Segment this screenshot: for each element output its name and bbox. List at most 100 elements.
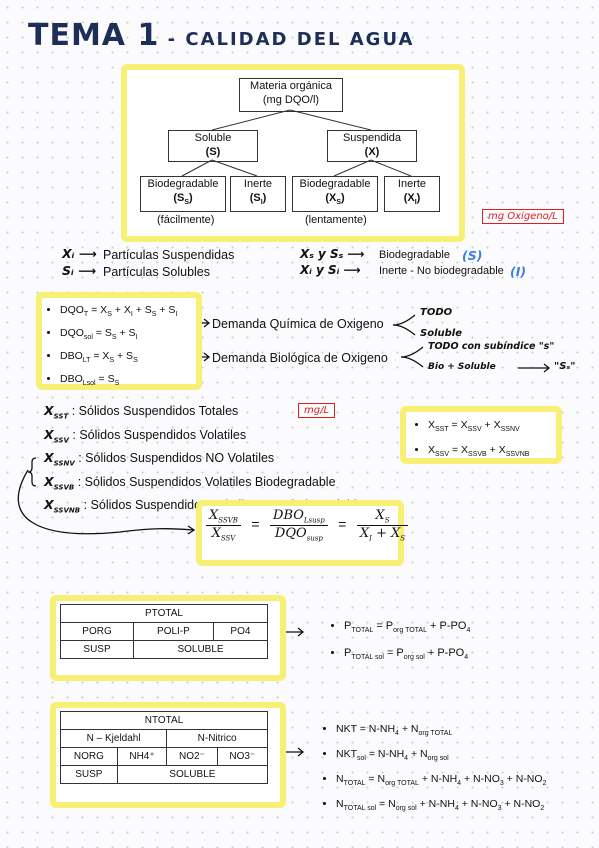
facil-label: (fácilmente) <box>157 214 215 226</box>
lento-label: (lentamente) <box>305 214 367 226</box>
solid-sst: XSST : Sólidos Suspendidos Totales <box>44 403 239 421</box>
solid-ssv: XSSV : Sólidos Suspendidos Volatiles <box>44 426 247 445</box>
xbio-close: ) <box>341 192 345 204</box>
soluble-label: Soluble <box>194 132 232 144</box>
dqo-panel <box>36 292 202 390</box>
dbo-lt: DBOLT = XS + SS <box>60 348 177 369</box>
xeq-1: XSST = XSSV + XSSNV <box>428 416 529 439</box>
p-polip: POLI-P <box>133 622 214 641</box>
n-eq-2: NKTsol = N-NH4 + Norg sol <box>336 745 546 768</box>
p-total: PTOTAL <box>60 604 268 623</box>
n-nh4: NH4⁺ <box>116 747 168 766</box>
def-si-sym: Sᵢ ⟶ <box>62 263 97 278</box>
root-label: Materia orgánica <box>250 80 332 92</box>
xbio-sym: (XS) <box>293 191 377 210</box>
dbo-label: Demanda Biológica de Oxigeno <box>212 351 388 365</box>
tree-soluble: Soluble (S) <box>168 130 258 162</box>
sbio-label: Biodegradable <box>147 178 219 190</box>
xeq-list: XSST = XSSV + XSSNV XSSV = XSSVB + XSSVN… <box>414 414 529 466</box>
xin-sub: I <box>414 199 417 207</box>
ratio-panel <box>196 500 404 566</box>
units-badge-2: mg/L <box>298 403 336 418</box>
p-eq-1: PTOTAL = Porg TOTAL + P-PO4 <box>344 616 470 641</box>
tree-x-bio: Biodegradable(XS) <box>292 176 378 212</box>
p-soluble: SOLUBLE <box>133 640 268 659</box>
p-eqs: PTOTAL = Porg TOTAL + P-PO4 PTOTAL sol =… <box>330 614 470 670</box>
def-bio-text: Biodegradable <box>379 249 450 261</box>
n-kjeldahl: N – Kjeldahl <box>59 729 168 748</box>
n-eq-4: NTOTAL sol = Norg sol + N-NH4 + N-NO3 + … <box>336 795 546 818</box>
page-title: TEMA 1 - CALIDAD DEL AGUA <box>28 18 414 53</box>
tree-s-bio: Biodegradable(SS) <box>140 176 226 212</box>
sin-sym: (SI) <box>231 191 285 210</box>
dqo-t: DQOT = XS + XI + SS + SI <box>60 302 177 323</box>
n-no3: NO3⁻ <box>216 747 269 766</box>
dqo-label: Demanda Química de Oxigeno <box>212 317 384 331</box>
n-eq-1: NKT = N-NH4 + Norg TOTAL <box>336 720 546 743</box>
xeq-2: XSSV = XSSVB + XSSVNB <box>428 441 529 464</box>
dqo-sol: DQOsol = SS + SI <box>60 325 177 346</box>
def-in-text: Inerte - No biodegradable <box>379 265 504 277</box>
root-unit: (mg DQO/l) <box>262 94 320 106</box>
def-in-sym: Xᵢ y Sᵢ ⟶ <box>300 263 361 277</box>
p-org: PORG <box>59 622 135 641</box>
n-susp: SUSP <box>60 765 118 784</box>
sbio-sym: (SS) <box>141 191 225 210</box>
todo-sub-label: TODO con subíndice "s" <box>428 341 555 352</box>
n-org: NORG <box>60 747 118 766</box>
units-badge-1: mg Oxigeno/L <box>482 209 564 224</box>
def-si-text: Partículas Solubles <box>103 265 211 279</box>
n-soluble: SOLUBLE <box>116 765 269 784</box>
n-eqs: NKT = N-NH4 + Norg TOTAL NKTsol = N-NH4 … <box>322 718 546 820</box>
def-xi-sym: Xᵢ ⟶ <box>62 246 97 261</box>
n-no2: NO2⁻ <box>166 747 218 766</box>
xeq-panel <box>400 406 562 464</box>
solid-ssvb: XSSVB : Sólidos Suspendidos Volatiles Bi… <box>44 473 336 492</box>
sin-sub: I <box>260 199 263 207</box>
tree-suspendida: Suspendida (X) <box>327 130 417 162</box>
def-xi-text: Partículas Suspendidas <box>103 248 235 262</box>
p-po4: PO4 <box>212 622 269 641</box>
title-main: TEMA 1 <box>28 18 160 53</box>
def-bio-sym: Xₛ y Sₛ ⟶ <box>300 247 365 261</box>
xin-sym: (XI) <box>385 191 439 210</box>
dqo-list: DQOT = XS + XI + SS + SI DQOsol = SS + S… <box>46 300 177 394</box>
n-eq-3: NTOTAL = Norg TOTAL + N-NH4 + N-NO3 + N-… <box>336 770 546 793</box>
todo-label: TODO <box>420 307 453 318</box>
tree-x-inerte: Inerte(XI) <box>384 176 440 212</box>
def-bio-tag: (S) <box>462 248 483 263</box>
xbio-label: Biodegradable <box>299 178 371 190</box>
sin-s: (S <box>249 192 261 204</box>
tree-s-inerte: Inerte(SI) <box>230 176 286 212</box>
ratio-eq-2: = <box>338 516 347 533</box>
p-susp: SUSP <box>59 640 135 659</box>
xin-close: ) <box>416 192 421 204</box>
suspendida-sym: (X) <box>364 146 380 158</box>
soluble-note: Soluble <box>420 328 462 339</box>
title-dash: - <box>159 29 186 50</box>
def-in-tag: (I) <box>510 264 527 279</box>
sbio-close: ) <box>189 192 193 204</box>
n-total: NTOTAL <box>60 711 268 730</box>
bio-sol-label: Bio + Soluble <box>428 362 496 372</box>
p-eq-2: PTOTAL sol = Porg sol + P-PO4 <box>344 643 470 668</box>
sbio-sub: S <box>184 199 189 207</box>
xbio-s: (X <box>325 192 337 204</box>
xin-s: (X <box>403 192 415 204</box>
sin-close: ) <box>262 192 267 204</box>
tree-root: Materia orgánica (mg DQO/l) <box>239 78 343 112</box>
xin-label: Inerte <box>397 178 427 190</box>
solid-ssnv: XSSNV : Sólidos Suspendidos NO Volatiles <box>44 450 275 468</box>
xbio-sub: S <box>336 199 341 207</box>
dbo-lsol: DBOLsol = SS <box>60 371 177 392</box>
soluble-sym: (S) <box>205 146 221 158</box>
suspendida-label: Suspendida <box>342 132 402 144</box>
sbio-s: (S <box>173 192 185 204</box>
ss-label: "Sₛ" <box>554 361 576 372</box>
